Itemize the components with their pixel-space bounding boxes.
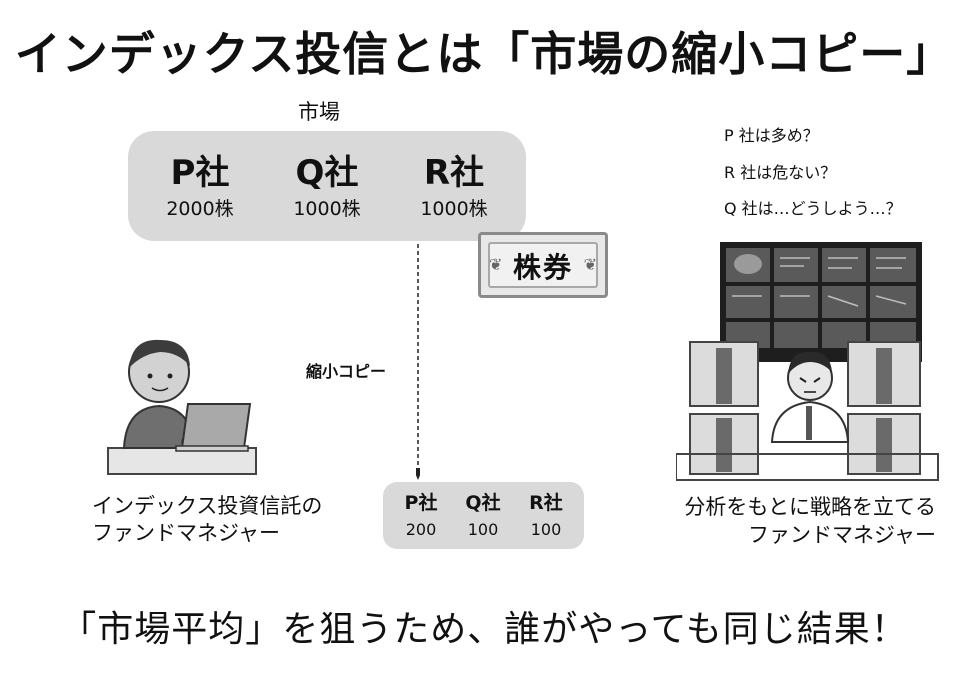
ornament-icon: ❦ <box>583 255 597 274</box>
page-title: インデックス投信とは「市場の縮小コピー」 <box>14 27 954 81</box>
company-shares: 100 <box>530 520 562 539</box>
market-company-r: R社 1000株 <box>394 153 514 221</box>
fund-company-q: Q社 100 <box>453 491 513 541</box>
index-manager-caption: インデックス投資信託の ファンドマネジャー <box>92 493 322 547</box>
certificate-border <box>488 242 598 288</box>
company-shares: 200 <box>405 520 437 539</box>
company-name: R社 <box>529 492 563 514</box>
thought-line: R 社は危ない？ <box>724 163 837 182</box>
active-manager-caption: 分析をもとに戦略を立てる ファンドマネジャー <box>684 493 936 549</box>
index-manager-illustration <box>107 339 257 475</box>
fund-company-p: P社 200 <box>391 491 451 541</box>
caption-line: ファンドマネジャー <box>92 521 280 545</box>
company-name: Q社 <box>465 492 501 514</box>
thought-line: Q 社は…どうしよう…？ <box>724 199 902 218</box>
caption-line: 分析をもとに戦略を立てる <box>684 495 936 519</box>
caption-line: ファンドマネジャー <box>748 523 936 547</box>
arrow-label: 縮小コピー <box>306 362 387 381</box>
company-shares: 100 <box>467 520 499 539</box>
stock-certificate: ❦ ❦ 株券 <box>478 232 608 298</box>
company-name: R社 <box>423 153 485 193</box>
bottom-message: 「市場平均」を狙うため、誰がやっても同じ結果！ <box>60 609 908 650</box>
market-company-p: P社 2000株 <box>140 153 260 221</box>
company-name: Q社 <box>295 153 359 193</box>
fund-company-r: R社 100 <box>516 491 576 541</box>
company-shares: 1000株 <box>293 198 361 220</box>
caption-line: インデックス投資信託の <box>92 494 323 518</box>
market-box: P社 2000株 Q社 1000株 R社 1000株 <box>128 131 526 241</box>
certificate-label: 株券 <box>512 251 573 284</box>
market-company-q: Q社 1000株 <box>267 153 387 221</box>
company-name: P社 <box>404 492 438 514</box>
company-name: P社 <box>170 153 230 193</box>
active-manager-illustration <box>676 242 939 481</box>
fund-box: P社 200 Q社 100 R社 100 <box>383 482 584 549</box>
company-shares: 1000株 <box>420 198 488 220</box>
ornament-icon: ❦ <box>489 255 503 274</box>
copy-arrow <box>416 244 420 480</box>
company-shares: 2000株 <box>166 198 234 220</box>
thought-line: P 社は多め？ <box>724 126 819 145</box>
market-label: 市場 <box>298 100 340 124</box>
